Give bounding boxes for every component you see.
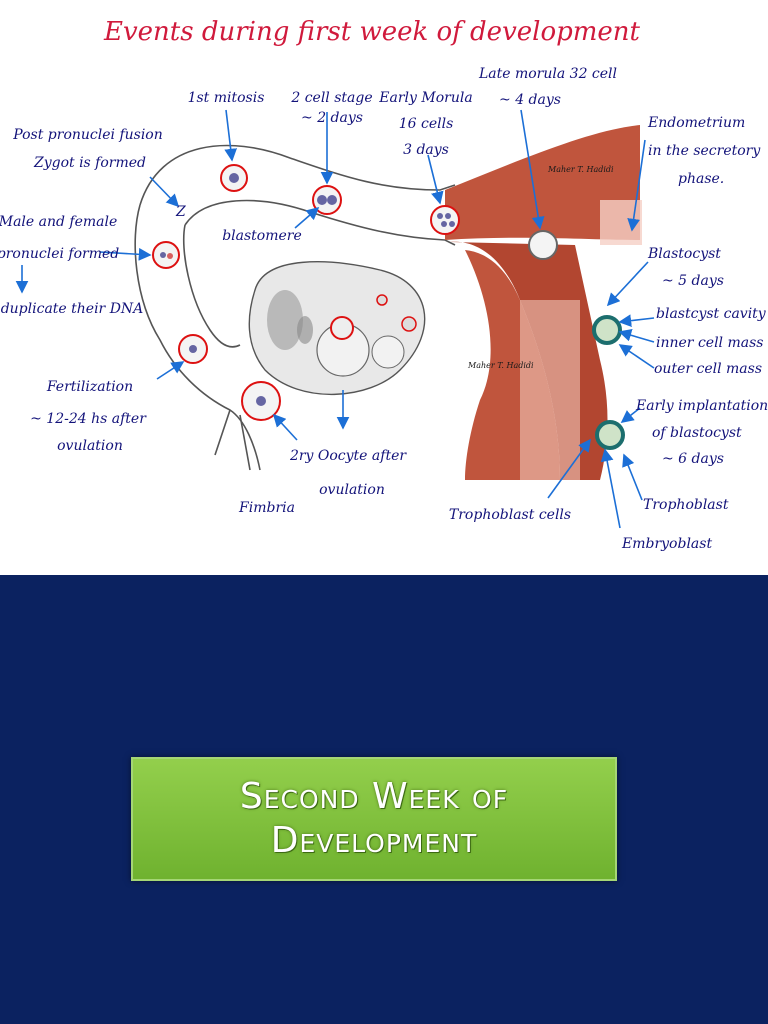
label-early-morula-days: 3 days [403, 142, 449, 158]
diagram-panel: Events during first week of development … [0, 17, 768, 552]
label-first-mitosis: 1st mitosis [188, 90, 265, 106]
label-zygote: Zygot is formed [33, 155, 146, 171]
label-two-cell-days: ~ 2 days [301, 110, 363, 126]
section-title-box: Second Week of Development [131, 757, 617, 881]
label-pronuclei-formed: pronuclei formed [0, 246, 119, 262]
section-title: Second Week of Development [174, 775, 574, 863]
label-late-morula: Late morula 32 cell [478, 66, 617, 82]
label-outer-cell-mass: outer cell mass [654, 361, 762, 377]
diagram-labels: 1st mitosis 2 cell stage ~ 2 days Early … [0, 66, 768, 552]
section-title-line-1: Second Week of [239, 776, 509, 817]
label-of-blastocyst: of blastocyst [652, 425, 742, 441]
pointer-arrows [15, 109, 655, 529]
label-early-morula-cells: 16 cells [399, 116, 454, 132]
label-two-cell: 2 cell stage [290, 90, 372, 106]
endometrium: Maher T. Hadidi Maher T. Hadidi [445, 125, 642, 480]
section-title-line-2: Development [270, 820, 478, 861]
label-blastomere: blastomere [222, 228, 302, 244]
label-endometrium-secretory: in the secretory [648, 143, 761, 159]
first-week-diagram: Events during first week of development … [0, 17, 768, 552]
label-oocyte: 2ry Oocyte after [289, 448, 407, 464]
label-early-morula: Early Morula [378, 90, 472, 106]
label-late-morula-days: ~ 4 days [499, 92, 561, 108]
watermark: Maher T. Hadidi [547, 165, 614, 174]
label-post-pronuclei: Post pronuclei fusion [12, 127, 163, 143]
label-z: Z [175, 204, 186, 220]
label-embryoblast: Embryoblast [621, 536, 712, 552]
label-fertilization-ovulation: ovulation [57, 438, 123, 454]
late-morula-cell [528, 230, 558, 260]
label-oocyte-ovulation: ovulation [319, 482, 385, 498]
label-inner-cell-mass: inner cell mass [656, 335, 763, 351]
early-morula-cell [430, 205, 460, 235]
label-blastocyst: Blastocyst [647, 246, 721, 262]
label-duplicate-dna: duplicate their DNA [1, 301, 144, 317]
label-fertilization: Fertilization [46, 379, 133, 395]
label-male-female: Male and female [0, 214, 117, 230]
diagram-title: Events during first week of development [103, 17, 641, 47]
label-blastocyst-cavity: blastcyst cavity [656, 306, 767, 322]
label-fertilization-hours: ~ 12-24 hs after [30, 411, 147, 427]
watermark: Maher T. Hadidi [467, 361, 534, 370]
ovary [248, 261, 426, 396]
label-blastocyst-days: ~ 5 days [662, 273, 724, 289]
label-fimbria: Fimbria [238, 500, 295, 516]
label-implant-days: ~ 6 days [662, 451, 724, 467]
blastocyst-icon [592, 315, 625, 450]
label-endometrium-phase: phase. [678, 171, 724, 187]
label-endometrium: Endometrium [647, 115, 745, 131]
label-trophoblast-cells: Trophoblast cells [449, 507, 571, 523]
label-trophoblast: Trophoblast [643, 497, 729, 513]
label-early-implantation: Early implantation [635, 398, 768, 414]
